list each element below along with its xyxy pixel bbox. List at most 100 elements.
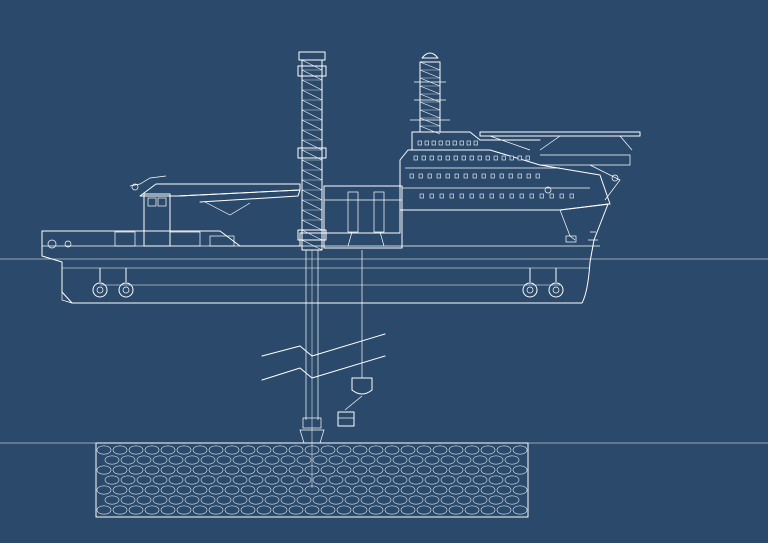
subsea-template bbox=[302, 417, 322, 429]
rock bbox=[472, 475, 488, 485]
rock bbox=[152, 455, 168, 465]
rock bbox=[136, 455, 152, 465]
rock bbox=[384, 465, 400, 475]
rock bbox=[104, 475, 120, 485]
module-handling-hangar bbox=[323, 185, 403, 249]
window bbox=[559, 193, 564, 199]
rock bbox=[232, 455, 248, 465]
rock bbox=[240, 505, 256, 515]
rock bbox=[152, 475, 168, 485]
rock bbox=[424, 495, 440, 505]
helideck-supports bbox=[489, 135, 561, 151]
hangar-gantry-leg bbox=[347, 191, 359, 233]
window bbox=[439, 193, 444, 199]
bow-detail bbox=[588, 231, 598, 241]
stern-skeg bbox=[61, 262, 73, 304]
deck-container bbox=[169, 231, 201, 247]
break-line bbox=[261, 355, 386, 381]
rock bbox=[344, 495, 360, 505]
rock bbox=[112, 485, 128, 495]
hull bbox=[41, 203, 609, 304]
lattice-brace bbox=[301, 239, 323, 251]
window bbox=[413, 155, 418, 161]
rock bbox=[376, 455, 392, 465]
rock bbox=[360, 455, 376, 465]
rock bbox=[112, 465, 128, 475]
rock bbox=[144, 485, 160, 495]
rock bbox=[280, 455, 296, 465]
rock bbox=[288, 445, 304, 455]
superstructure bbox=[399, 131, 631, 243]
rock bbox=[144, 505, 160, 515]
rock bbox=[264, 455, 280, 465]
suspended-module bbox=[337, 411, 355, 427]
rock bbox=[336, 485, 352, 495]
rock bbox=[432, 505, 448, 515]
bow-platform bbox=[540, 154, 631, 166]
rock bbox=[176, 505, 192, 515]
window bbox=[526, 173, 531, 179]
rock bbox=[416, 445, 432, 455]
window bbox=[463, 173, 468, 179]
lattice-brace bbox=[301, 199, 323, 211]
hangar-frame bbox=[323, 185, 403, 249]
tower-collar bbox=[297, 147, 327, 159]
rock bbox=[224, 465, 240, 475]
rock bbox=[208, 465, 224, 475]
rock bbox=[416, 505, 432, 515]
thruster-nozzle-icon bbox=[118, 282, 134, 298]
window bbox=[417, 140, 422, 146]
helideck bbox=[479, 131, 641, 151]
rock bbox=[352, 465, 368, 475]
deck-container bbox=[209, 235, 235, 247]
lattice-brace bbox=[301, 229, 323, 241]
rock bbox=[160, 465, 176, 475]
window bbox=[445, 140, 450, 146]
crane-pedestal bbox=[143, 193, 171, 247]
lattice-brace bbox=[419, 85, 441, 95]
rock bbox=[344, 455, 360, 465]
rock bbox=[440, 455, 456, 465]
azimuth-thrusters bbox=[92, 268, 564, 298]
rock bbox=[432, 465, 448, 475]
deck-container bbox=[114, 231, 136, 247]
rock bbox=[128, 445, 144, 455]
window bbox=[466, 140, 471, 146]
rock bbox=[184, 495, 200, 505]
window bbox=[508, 173, 513, 179]
window bbox=[479, 193, 484, 199]
lattice-brace bbox=[301, 59, 323, 71]
window bbox=[453, 155, 458, 161]
window bbox=[429, 155, 434, 161]
rock bbox=[336, 445, 352, 455]
window bbox=[469, 155, 474, 161]
rock bbox=[512, 465, 528, 475]
rock bbox=[328, 475, 344, 485]
lattice-brace bbox=[419, 93, 441, 103]
rock bbox=[496, 485, 512, 495]
rock bbox=[440, 495, 456, 505]
thruster-hub-icon bbox=[526, 286, 534, 294]
rock bbox=[392, 475, 408, 485]
rock bbox=[176, 445, 192, 455]
lifted-module bbox=[351, 377, 373, 395]
rock bbox=[128, 465, 144, 475]
rock bbox=[152, 495, 168, 505]
rock bbox=[176, 485, 192, 495]
window bbox=[519, 193, 524, 199]
tower-collar bbox=[297, 65, 327, 77]
lattice-brace bbox=[301, 169, 323, 181]
thruster-nozzle-icon bbox=[522, 282, 538, 298]
rock bbox=[504, 495, 520, 505]
rock bbox=[384, 485, 400, 495]
rock bbox=[360, 475, 376, 485]
rock bbox=[216, 495, 232, 505]
window bbox=[436, 173, 441, 179]
rock bbox=[408, 455, 424, 465]
window bbox=[539, 193, 544, 199]
rock bbox=[352, 485, 368, 495]
stern-bollard-icon bbox=[64, 240, 72, 248]
lattice-brace bbox=[419, 69, 441, 79]
rock bbox=[208, 485, 224, 495]
